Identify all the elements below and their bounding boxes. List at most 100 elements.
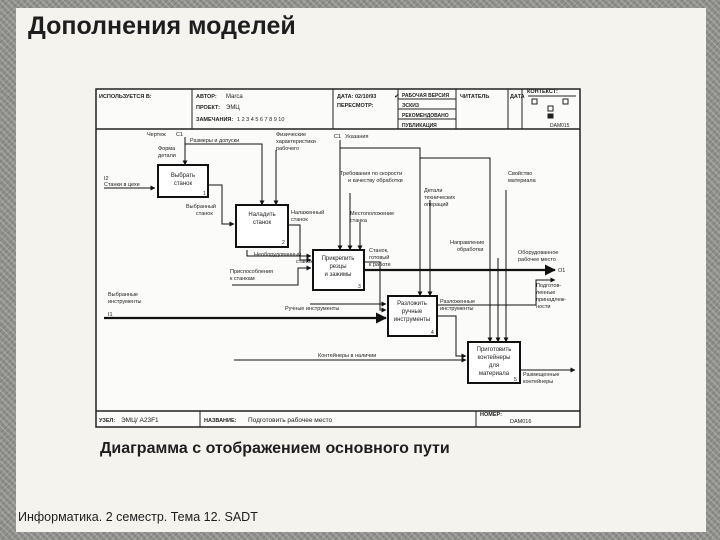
label-material-2: материала: [508, 178, 537, 184]
box-2-line-1: Наладить: [248, 212, 275, 218]
box-3-number: 3: [358, 284, 361, 290]
label-physical-2: характеристики: [276, 139, 316, 145]
label-speed-1: Требования по скорости: [340, 171, 402, 177]
arrow-laid-out-tools: [437, 315, 467, 359]
status-publication: ПУБЛИКАЦИЯ: [402, 123, 437, 129]
project-label: ПРОЕКТ:: [196, 105, 220, 111]
box-5-line-3: для: [489, 363, 499, 369]
name-value: Подготовить рабочее место: [248, 416, 332, 424]
box-5-line-1: Приготовить: [477, 347, 512, 353]
label-ready-2: готовый: [369, 254, 389, 261]
box-4-number: 4: [431, 330, 434, 336]
label-material-1: Свойство: [508, 170, 532, 177]
label-i1: I1: [108, 312, 113, 318]
label-adjusted-1: Налаженный: [291, 209, 324, 216]
notes-value: 1 2 3 4 5 6 7 8 9 10: [237, 117, 284, 123]
arrow-labels: Чертеж С1 Форма детали Размеры и допуски…: [104, 132, 566, 385]
label-accessories-2: ленные: [536, 290, 555, 296]
arrow-control-instructions-b4: [340, 147, 423, 297]
box-3-line-1: Прикрепить: [322, 256, 355, 262]
arrow-ready-machine: [364, 261, 387, 313]
label-i2: I2: [104, 176, 109, 182]
label-workplace-1: Оборудованное: [518, 250, 558, 256]
project-value: ЭМЦ: [226, 105, 240, 111]
label-workplace-2: рабочее место: [518, 257, 556, 263]
status-working: РАБОЧАЯ ВЕРСИЯ: [402, 93, 449, 99]
author-value: Marca: [226, 94, 243, 100]
label-dimensions: Размеры и допуски: [190, 138, 239, 144]
box-3-line-2: резцы: [329, 264, 346, 270]
slide-title: Дополнения моделей: [28, 12, 296, 40]
activity-box-2: Наладить станок 2: [235, 204, 289, 248]
label-unequipped-2: станок: [296, 259, 313, 265]
box-3-line-3: и зажимы: [325, 272, 352, 278]
label-c1a: С1: [176, 132, 183, 138]
label-accessories-3: принадлеж-: [536, 297, 566, 303]
label-o1: О1: [558, 268, 565, 274]
label-c1b: С1: [334, 134, 341, 140]
label-containers: Контейнеры в наличии: [318, 352, 376, 359]
label-attachments-1: Приспособления: [230, 269, 273, 275]
activity-box-4: Разложить ручные инструменты 4: [387, 295, 438, 337]
arrow-prepared-accessories-out: [535, 277, 556, 305]
context-label: КОНТЕКСТ:: [527, 89, 558, 95]
box-5-number: 5: [514, 377, 517, 383]
check-mark-icon: ✓: [394, 93, 400, 100]
label-drawing: Чертеж: [147, 132, 166, 138]
arrow-network: [104, 137, 576, 373]
label-laid-out-1: Разложенные: [440, 299, 475, 305]
used-at-label: ИСПОЛЬЗУЕТСЯ В:: [99, 94, 152, 100]
label-accessories-4: ности: [536, 304, 550, 310]
label-shape-2: детали: [158, 153, 176, 159]
label-selected-tools-1: Выбранные: [108, 292, 138, 298]
label-laid-out-2: инструменты: [440, 306, 473, 312]
box-4-line-3: инструменты: [394, 317, 430, 323]
box-2-line-2: станок: [253, 220, 272, 226]
context-code: DAM015: [550, 123, 570, 129]
name-label: НАЗВАНИЕ:: [204, 418, 237, 424]
box-5-line-2: контейнеры: [477, 354, 510, 361]
label-direction-1: Направление: [450, 240, 484, 246]
reader-label: ЧИТАТЕЛЬ: [460, 94, 489, 100]
node-label: УЗЕЛ:: [99, 418, 115, 424]
label-location-1: Местоположение: [350, 211, 394, 217]
label-physical-3: рабочего: [276, 146, 299, 152]
arrow-control-dimensions: [185, 143, 265, 206]
label-details-1: Детали: [424, 188, 442, 194]
label-details-3: операций: [424, 201, 449, 208]
status-draft: ЭСКИЗ: [402, 103, 419, 109]
label-selected-tools-2: инструменты: [108, 299, 141, 305]
box-2-number: 2: [282, 240, 285, 246]
box-1-line-1: Выбрать: [171, 173, 195, 179]
label-details-2: технических: [424, 195, 455, 201]
label-placed-1: Размещенные: [523, 372, 559, 378]
date2-label: ДАТА: [510, 94, 525, 100]
arrow-control-instructions-b5: [420, 157, 493, 343]
label-ready-3: к работе: [369, 262, 391, 268]
activity-box-1: Выбрать станок 1: [157, 164, 209, 198]
activity-box-5: Приготовить контейнеры для материала 5: [467, 341, 521, 384]
arrow-attachments: [232, 265, 312, 286]
label-placed-2: контейнеры: [523, 378, 553, 385]
diagram-header: [96, 89, 580, 130]
box-4-line-1: Разложить: [397, 301, 427, 307]
label-ready-1: Станок,: [369, 248, 389, 254]
activity-box-3: Прикрепить резцы и зажимы 3: [312, 249, 365, 291]
label-selected-2: станок: [196, 211, 213, 217]
label-physical-1: Физические: [276, 132, 306, 138]
label-accessories-1: Подготов-: [536, 283, 561, 289]
label-direction-2: обработки: [457, 247, 483, 253]
label-instructions: Указания: [345, 134, 368, 140]
label-selected-1: Выбранный: [186, 203, 216, 210]
notes-label: ЗАМЕЧАНИЯ:: [196, 117, 233, 123]
box-1-number: 1: [203, 191, 206, 197]
diagram-footer: [96, 410, 580, 427]
box-5-line-4: материала: [479, 371, 510, 377]
number-value: DAM016: [510, 419, 531, 425]
label-adjusted-2: станок: [291, 217, 308, 223]
arrow-adjusted-machine: [288, 224, 312, 263]
author-label: АВТОР:: [196, 94, 217, 100]
label-location-2: станка: [350, 218, 368, 224]
slide-footer: Информатика. 2 семестр. Тема 12. SADT: [18, 510, 258, 524]
